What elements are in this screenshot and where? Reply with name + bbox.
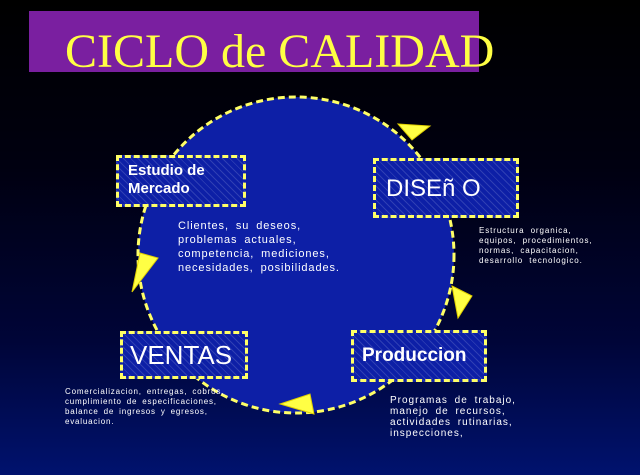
- page-title: CICLO de CALIDAD: [65, 25, 495, 78]
- cycle-arrow-icon: [131, 252, 159, 293]
- title-banner: CICLO de CALIDAD: [29, 11, 494, 78]
- stage-estudio-mercado: Estudio de Mercado: [116, 155, 246, 207]
- stage-ventas-description: Comercializacion, entregas, cobros, cump…: [65, 387, 225, 426]
- stage-produccion-description: Programas de trabajo, manejo de recursos…: [390, 395, 516, 439]
- stage-ventas-label: VENTAS: [130, 340, 233, 370]
- stage-diseno: DISEñ O: [373, 158, 519, 218]
- stage-diseno-label: DISEñ O: [386, 175, 481, 202]
- stage-estudio-label: Estudio de Mercado: [128, 162, 205, 197]
- cycle-arrow-icon: [451, 285, 473, 320]
- stage-produccion: Produccion: [351, 330, 487, 382]
- stage-diseno-description: Estructura organica, equipos, procedimie…: [479, 226, 593, 265]
- stage-estudio-description: Clientes, su deseos, problemas actuales,…: [178, 220, 340, 274]
- cycle-arrow-icon: [396, 123, 432, 141]
- stage-ventas: VENTAS: [120, 331, 248, 379]
- cycle-arrow-icon: [278, 393, 315, 415]
- stage-produccion-label: Produccion: [362, 345, 467, 366]
